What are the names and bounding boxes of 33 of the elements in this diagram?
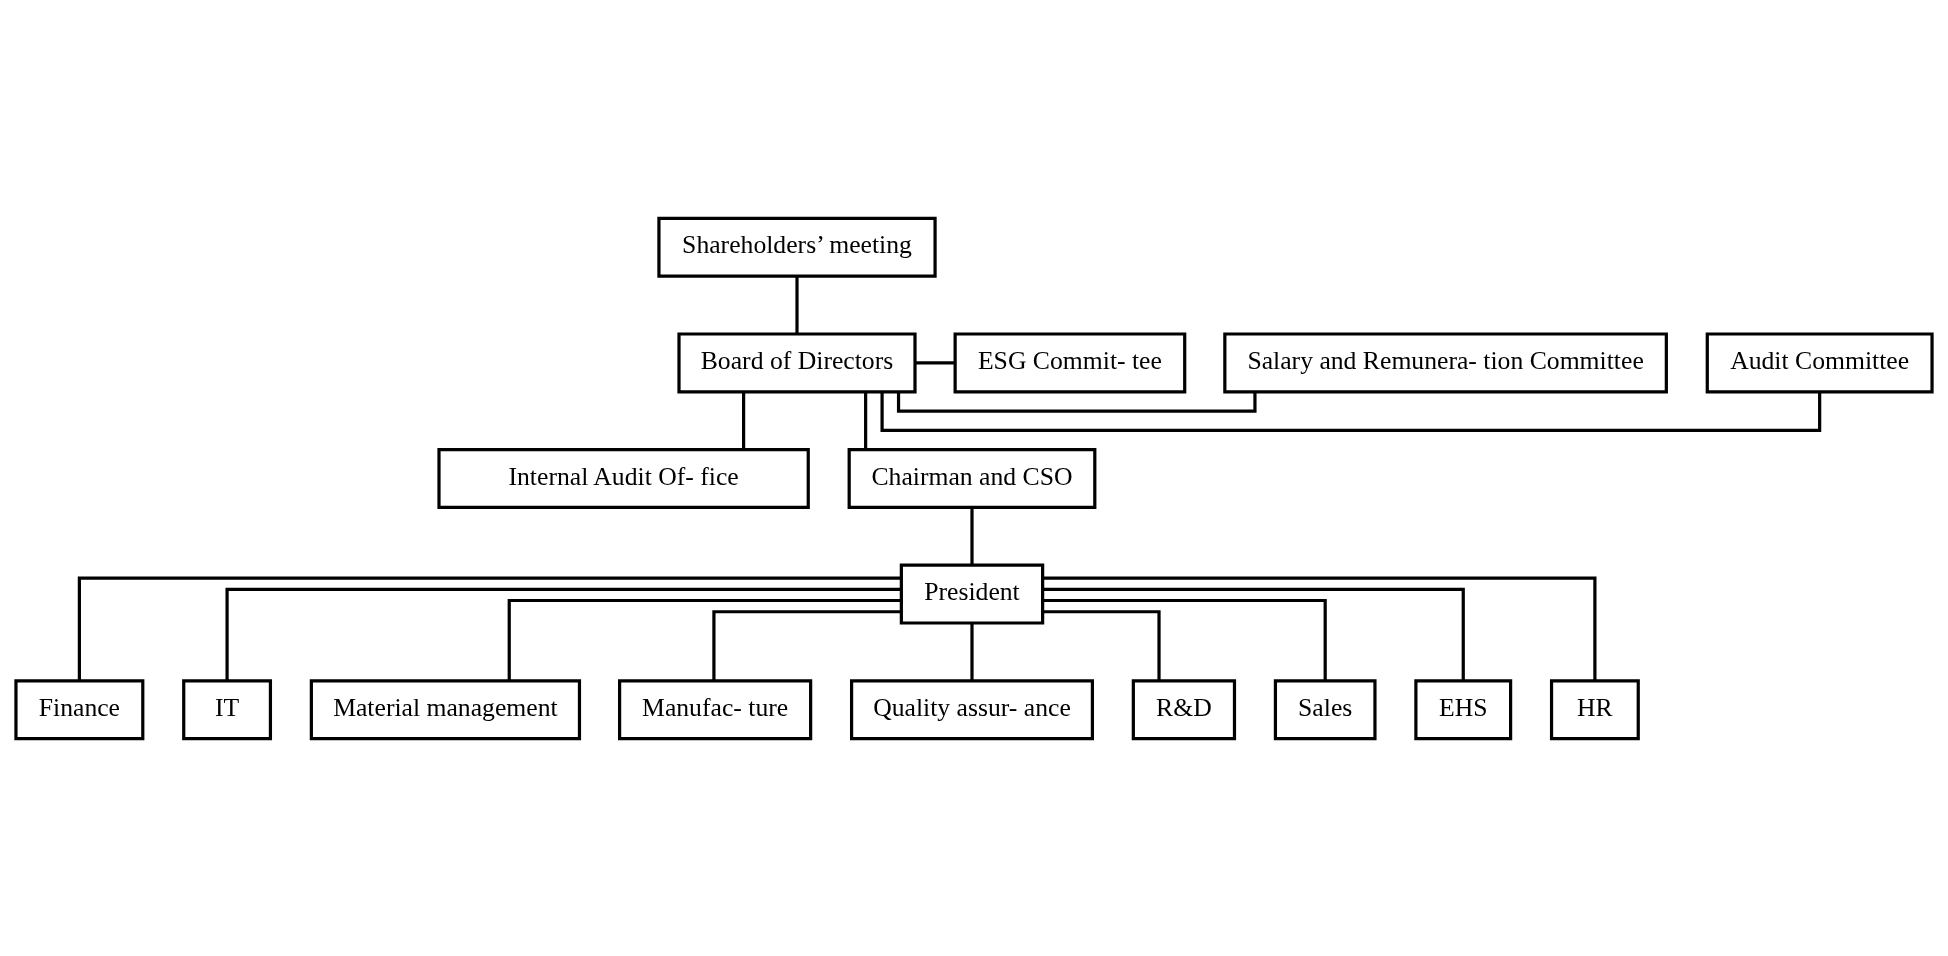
- connector: [1042, 575, 1597, 680]
- node-box: Board of Directors: [677, 331, 917, 393]
- connector: [1042, 587, 1465, 681]
- connector: [896, 391, 1257, 413]
- connector: [712, 609, 901, 680]
- connector: [864, 391, 868, 449]
- connector: [880, 391, 1822, 432]
- connector: [1042, 609, 1161, 680]
- connector: [742, 391, 746, 449]
- node-box: IT: [182, 678, 273, 740]
- node-box: Chairman and CSO: [847, 447, 1097, 509]
- connector: [795, 276, 799, 333]
- connector: [225, 587, 902, 681]
- node-box: Manufac- ture: [618, 678, 813, 740]
- node-box: Shareholders’ meeting: [657, 216, 937, 278]
- node-box: President: [899, 563, 1045, 625]
- connector: [1043, 598, 1327, 680]
- node-box: Finance: [14, 678, 145, 740]
- node-box: Internal Audit Of- fice: [437, 447, 810, 509]
- node-box: Material management: [309, 678, 582, 740]
- node-box: Sales: [1273, 678, 1377, 740]
- connector: [507, 598, 902, 680]
- connector: [77, 575, 902, 680]
- node-box: Salary and Remunera- tion Committee: [1223, 331, 1668, 393]
- node-box: Quality assur- ance: [850, 678, 1094, 740]
- connector: [970, 507, 974, 565]
- node-box: EHS: [1414, 678, 1513, 740]
- connector: [970, 622, 974, 680]
- node-box: HR: [1549, 678, 1640, 740]
- connector: [915, 360, 956, 364]
- node-box: Audit Committee: [1705, 331, 1934, 393]
- node-box: ESG Commit- tee: [953, 331, 1187, 393]
- node-box: R&D: [1131, 678, 1237, 740]
